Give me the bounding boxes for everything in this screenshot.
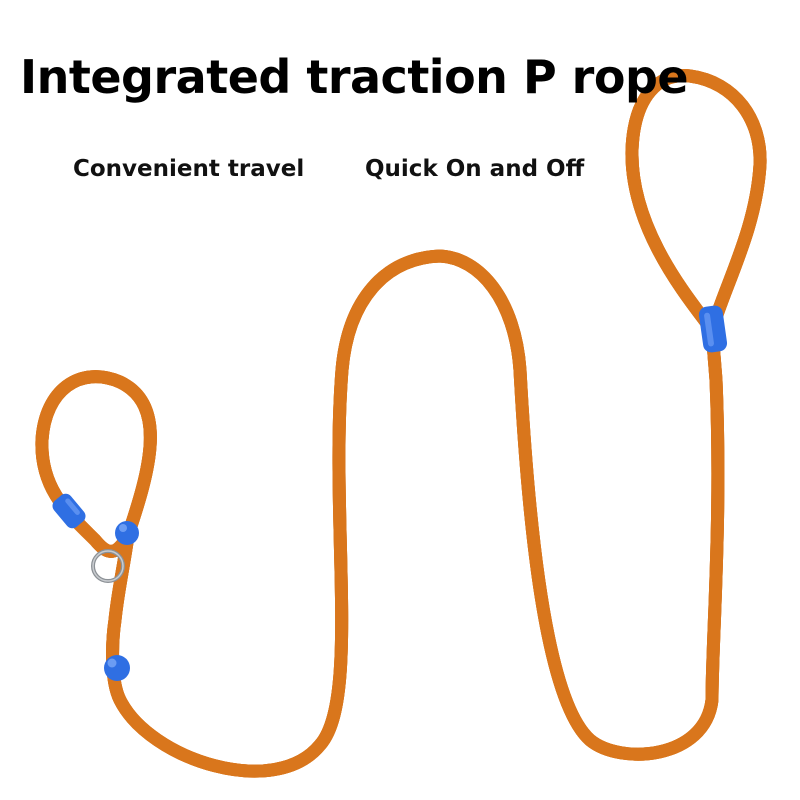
collar-sleeve xyxy=(52,493,86,529)
headline: Integrated traction P rope xyxy=(20,50,689,104)
feature-convenient-travel: Convenient travel xyxy=(73,156,305,182)
stopper-bead-lower xyxy=(104,655,130,681)
feature-quick-on-off: Quick On and Off xyxy=(365,156,585,182)
stopper-bead-upper xyxy=(115,521,139,545)
handle-sleeve xyxy=(698,305,728,353)
rope xyxy=(42,76,760,772)
metal-ring xyxy=(91,549,125,583)
